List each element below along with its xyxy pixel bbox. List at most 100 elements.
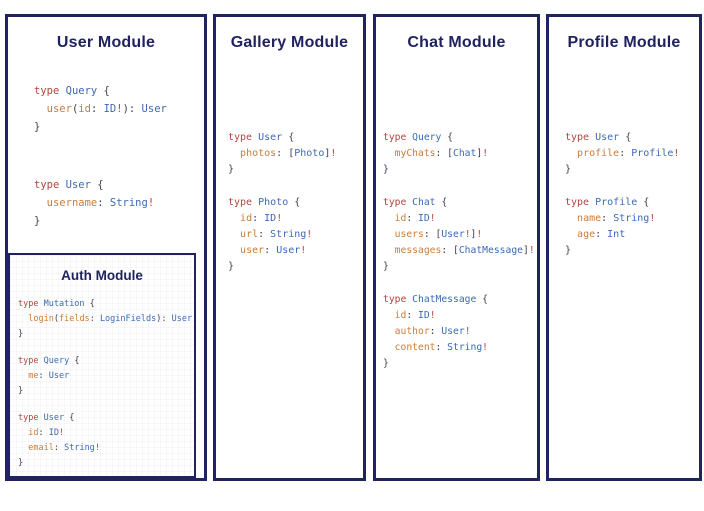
code-token-p: ] — [324, 148, 331, 159]
code-token-p: } — [18, 458, 24, 468]
code-token-f: content — [394, 342, 436, 353]
code-token-p: { — [637, 197, 650, 208]
code-token-t: LoginFields — [99, 314, 157, 324]
code-token-f: email — [28, 443, 54, 453]
code-token-f: profile — [577, 148, 620, 159]
code-token-b: ! — [476, 229, 483, 240]
code-token-p: : — [406, 213, 419, 224]
code-token-b: ! — [429, 310, 436, 321]
code-token-t: User — [141, 103, 167, 115]
code-token-f: username — [46, 197, 98, 209]
code-token-b: ! — [306, 229, 313, 240]
code-token-t: Mutation — [38, 299, 85, 309]
code-token-p: ): — [156, 314, 172, 324]
code-token-k: type — [18, 356, 39, 366]
code-token-b: ! — [147, 197, 155, 209]
code-line: user(id: ID!): User — [34, 100, 204, 118]
code-token-p: } — [34, 121, 41, 133]
code-line: users: [User!]! — [383, 227, 537, 243]
code-line: id: ID! — [383, 211, 537, 227]
code-token-t: ID — [103, 103, 117, 115]
code-token-t: Query — [38, 356, 70, 366]
code-line: type Query { — [18, 354, 194, 369]
code-token-p: : — [258, 229, 271, 240]
code-token-b: ! — [482, 148, 489, 159]
code-token-p: } — [228, 261, 235, 272]
code-token-f: myChats — [394, 148, 436, 159]
code-token-p: } — [383, 261, 389, 272]
code-token-p: { — [84, 299, 95, 309]
code-token-p: ( — [71, 103, 79, 115]
code-token-p: ] — [523, 245, 529, 256]
code-block: type Profile { name: String! age: Int} — [565, 195, 699, 259]
code-token-p: : — [406, 310, 419, 321]
code-block: type Query { myChats: [Chat]!} — [383, 130, 537, 178]
code-token-b: ! — [94, 443, 100, 453]
code-token-t: User — [59, 179, 91, 191]
code-token-f: age — [577, 229, 596, 240]
code-token-p: ] — [470, 229, 477, 240]
code-block: type User { photos: [Photo]!} — [228, 130, 363, 178]
code-line: } — [18, 327, 194, 342]
code-token-k: type — [383, 132, 407, 143]
code-token-f: photos — [240, 148, 277, 159]
gallery-module-title: Gallery Module — [230, 34, 349, 51]
code-token-p: : — [38, 428, 49, 438]
auth-module-title: Auth Module — [61, 268, 143, 283]
user-module-code: type Query { user(id: ID!): User}type Us… — [34, 82, 204, 230]
panel-profile-module: Profile Module type User { profile: Prof… — [546, 14, 702, 481]
code-token-t: User — [441, 229, 465, 240]
code-token-p: : [ — [435, 148, 454, 159]
code-token-p: : — [619, 148, 632, 159]
code-token-p: } — [565, 245, 572, 256]
code-block: type Query { user(id: ID!): User} — [34, 82, 204, 136]
code-line: type Query { — [383, 130, 537, 146]
code-token-k: type — [228, 197, 253, 208]
code-token-p: { — [90, 179, 104, 191]
code-token-p — [383, 310, 395, 321]
code-token-p — [228, 213, 240, 224]
code-token-f: user — [240, 245, 265, 256]
code-token-p — [18, 371, 28, 381]
code-token-f: id — [394, 213, 407, 224]
panel-chat-module: Chat Module type Query { myChats: [Chat]… — [373, 14, 540, 481]
code-token-p — [18, 428, 28, 438]
code-line: type User { — [228, 130, 363, 146]
code-token-k: type — [18, 413, 39, 423]
panel-gallery-module: Gallery Module type User { photos: [Phot… — [213, 14, 366, 481]
code-line: login(fields: LoginFields): User — [18, 312, 194, 327]
code-block: type Mutation { login(fields: LoginField… — [18, 297, 194, 342]
code-line: messages: [ChatMessage]! — [383, 243, 537, 259]
code-line: type Mutation { — [18, 297, 194, 312]
code-line: } — [18, 384, 194, 399]
code-token-p: : — [435, 342, 448, 353]
code-token-t: User — [252, 132, 283, 143]
code-token-p: { — [282, 132, 295, 143]
code-line: type ChatMessage { — [383, 292, 537, 308]
code-token-f: id — [240, 213, 253, 224]
code-line: } — [34, 118, 204, 136]
code-token-p: } — [18, 386, 24, 396]
code-token-f: id — [28, 428, 39, 438]
code-line: } — [383, 356, 537, 372]
code-token-b: ! — [59, 428, 65, 438]
code-token-p: : — [97, 197, 110, 209]
code-token-b: ! — [116, 103, 123, 115]
code-line: type Chat { — [383, 195, 537, 211]
code-token-t: User — [38, 413, 65, 423]
code-line: user: User! — [228, 243, 363, 259]
code-token-b: ! — [528, 245, 535, 256]
code-line: type Photo { — [228, 195, 363, 211]
code-block: type User { id: ID! email: String!} — [18, 411, 194, 471]
code-token-p: : — [53, 443, 65, 453]
code-token-p: : — [595, 229, 608, 240]
code-token-f: id — [394, 310, 407, 321]
code-line: username: String! — [34, 194, 204, 212]
code-line: email: String! — [18, 441, 194, 456]
code-line: myChats: [Chat]! — [383, 146, 537, 162]
code-token-p: : — [38, 371, 49, 381]
code-line: age: Int — [565, 227, 699, 243]
code-token-p — [383, 213, 395, 224]
code-token-p — [383, 245, 395, 256]
